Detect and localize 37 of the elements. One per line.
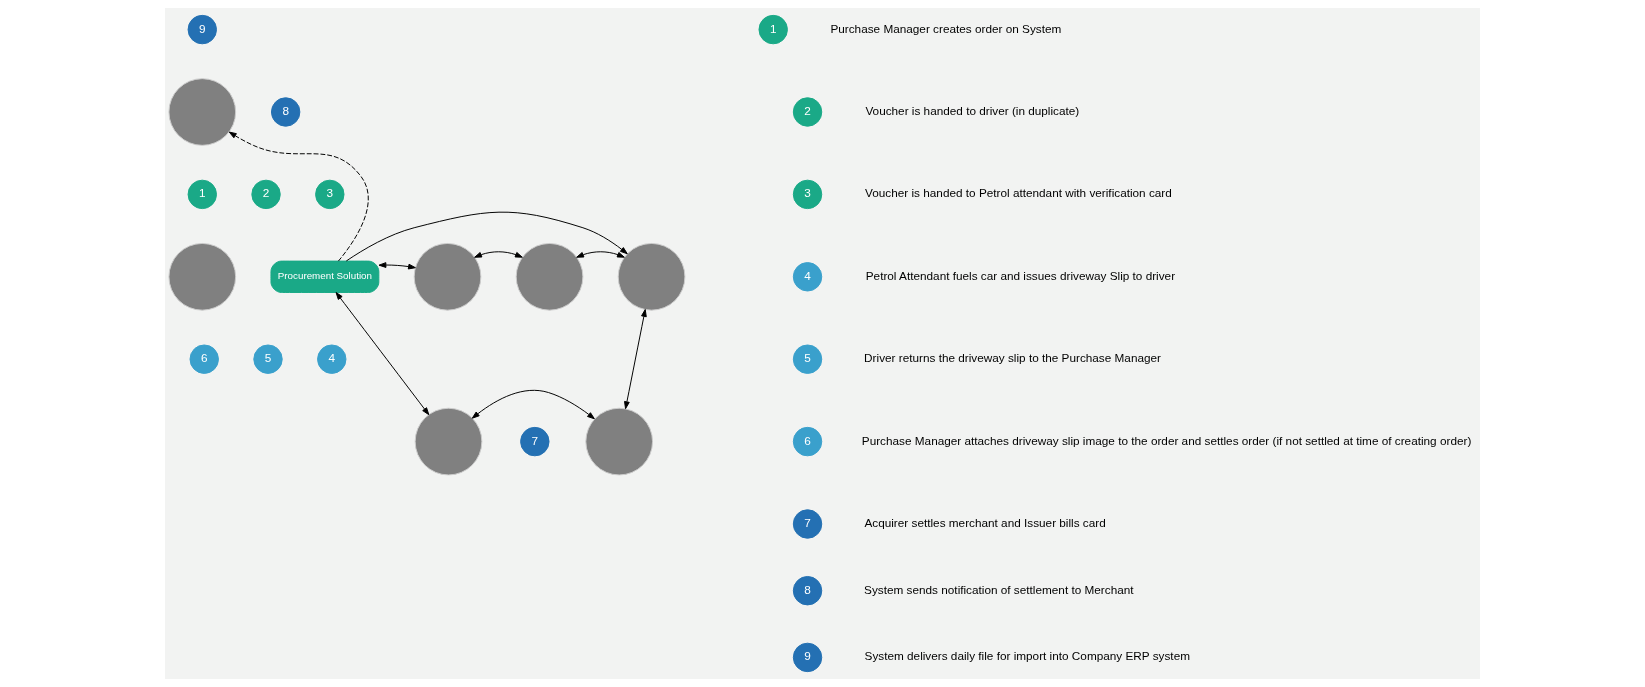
arrow — [228, 131, 369, 262]
arrow — [378, 262, 416, 270]
node-circle: 4 — [317, 344, 347, 374]
node-circle: 9 — [792, 642, 823, 673]
node-circle: 5 — [253, 344, 283, 374]
arrow — [576, 251, 625, 258]
node-label: Driver returns the driveway slip to the Purchase Manager — [864, 351, 1162, 365]
node-label: Voucher is handed to driver (in duplicate) — [865, 104, 1080, 118]
node-box: Procurement Solution — [270, 260, 380, 293]
node-circle: 1 — [187, 179, 217, 210]
node-label: System sends notification of settlement to Merchant — [864, 582, 1134, 596]
node-circle: 9 — [187, 14, 217, 45]
node-circle: 4 — [792, 262, 823, 292]
node-circle: 2 — [792, 97, 823, 127]
node-circle: 3 — [315, 179, 345, 210]
node-circle: 8 — [270, 97, 301, 127]
node-label: Petrol Attendant fuels car and issues driveway Slip to driver — [865, 268, 1176, 282]
node-circle: 7 — [792, 509, 823, 539]
node-label: Purchase Manager attaches driveway slip image to the order and settles order (if not settled at time of creating order) — [861, 433, 1472, 447]
node-circle: 3 — [792, 179, 823, 210]
arrow — [335, 292, 430, 416]
node-circle: 6 — [792, 426, 823, 457]
arrow — [471, 389, 595, 420]
node-circle: 8 — [792, 576, 823, 606]
node-circle: 2 — [251, 179, 281, 210]
node-circle: 5 — [792, 344, 823, 374]
node-label: System delivers daily file for import into Company ERP system — [864, 649, 1190, 663]
node-circle — [168, 242, 237, 311]
node-label: Purchase Manager creates order on System — [830, 21, 1062, 35]
node-circle: 6 — [189, 344, 219, 374]
node-label: Acquirer settles merchant and Issuer bills card — [864, 516, 1106, 530]
node-circle: 1 — [758, 14, 788, 45]
node-label: Voucher is handed to Petrol attendant with verification card — [865, 186, 1172, 200]
arrow — [345, 211, 628, 262]
arrow — [624, 309, 647, 410]
arrow — [474, 251, 523, 258]
node-circle: 7 — [520, 426, 550, 457]
